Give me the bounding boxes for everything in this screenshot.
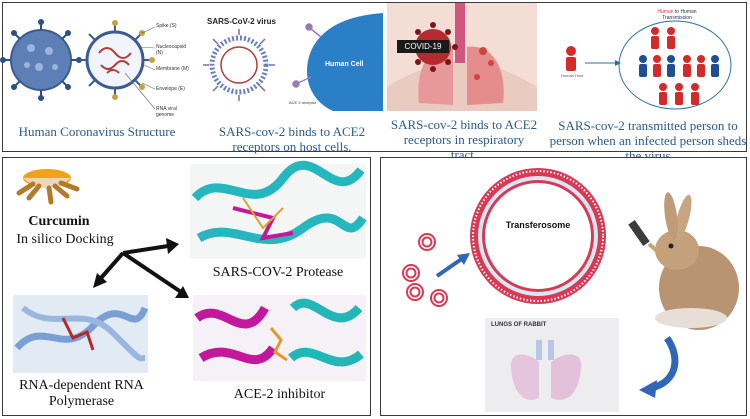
rdrp-label: RNA-dependent RNA Polymerase xyxy=(19,378,144,409)
people-group-icon xyxy=(639,27,719,105)
human-host-label: Human Host xyxy=(561,73,584,78)
protease-structure-icon xyxy=(190,160,367,259)
transmission-title-rest: to Human xyxy=(673,9,697,15)
structure-part-label: Envelope (E) xyxy=(156,86,185,92)
transmission-title-line2: Transmission xyxy=(662,15,692,21)
rdrp-structure-icon xyxy=(13,295,149,373)
transferosome-label: Transferosome xyxy=(505,220,571,230)
rabbit-icon xyxy=(655,192,739,330)
virus-label: SARS-CoV-2 virus xyxy=(207,17,276,26)
ace2-structure-icon xyxy=(193,295,366,381)
virus-cross-section-icon xyxy=(79,20,156,110)
human-cell-label: Human Cell xyxy=(325,61,364,68)
right-lung-icon xyxy=(467,46,504,105)
human-cell-icon xyxy=(307,13,383,111)
structure-part-label: Nucleocapsid (N) xyxy=(156,44,187,56)
transferosome-icon xyxy=(470,168,606,304)
ace2-binding-figure: SARS-CoV-2 virus Human Cell ACE 2 recept… xyxy=(203,7,383,111)
delivery-panel: Transferosome LUNGS OF RABBIT xyxy=(380,157,747,416)
rabbit-lungs-icon xyxy=(485,318,619,412)
structure-part-label: RNA viral genome xyxy=(156,106,177,118)
binding-caption: SARS-cov-2 binds to ACE2 receptors on ho… xyxy=(218,124,366,154)
ace2-binding-icon xyxy=(203,13,383,111)
structure-caption: Human Coronavirus Structure xyxy=(18,124,176,139)
ace2-label: ACE-2 inhibitor xyxy=(233,387,326,402)
small-vesicle-icon xyxy=(402,233,448,307)
curved-arrow-icon xyxy=(639,335,679,398)
ace2-receptor-icon xyxy=(292,23,322,88)
protease-label: SARS-COV-2 Protease xyxy=(212,265,344,280)
lungs-caption: SARS-cov-2 binds to ACE2 receptors in re… xyxy=(390,117,538,162)
receptor-label: ACE 2 receptor xyxy=(289,100,317,105)
arrows-icon xyxy=(99,244,183,294)
blue-arrow-icon xyxy=(435,253,470,278)
structure-part-label: Spike (S) xyxy=(156,23,177,29)
structure-part-label: Membrane (M) xyxy=(156,66,189,72)
rabbit-lungs-label: LUNGS OF RABBIT xyxy=(491,322,547,328)
docking-subtitle: In silico Docking xyxy=(16,232,114,247)
virus-particle-icon xyxy=(0,19,82,101)
docking-panel: Curcumin In silico Docking SARS-COV-2 Pr… xyxy=(2,157,371,416)
covid-tag: COVID-19 xyxy=(397,40,449,53)
transmission-title-human: Human xyxy=(657,9,674,15)
turmeric-icon xyxy=(16,169,80,205)
coronavirus-structure-icon xyxy=(0,19,156,110)
coronavirus-structure-figure: Spike (S) Nucleocapsid (N) Membrane (M) … xyxy=(0,3,193,118)
curcumin-title: Curcumin xyxy=(28,214,90,229)
sars-virus-icon xyxy=(203,29,275,101)
respiratory-tract-icon xyxy=(387,3,537,111)
transmission-icon xyxy=(566,20,732,110)
lungs-figure: COVID-19 xyxy=(387,3,537,111)
delivery-figure xyxy=(402,168,739,412)
top-panel: Spike (S) Nucleocapsid (N) Membrane (M) … xyxy=(0,2,747,163)
docking-figure xyxy=(13,160,367,381)
human-host-icon xyxy=(566,46,576,71)
dropper-icon xyxy=(628,220,667,260)
